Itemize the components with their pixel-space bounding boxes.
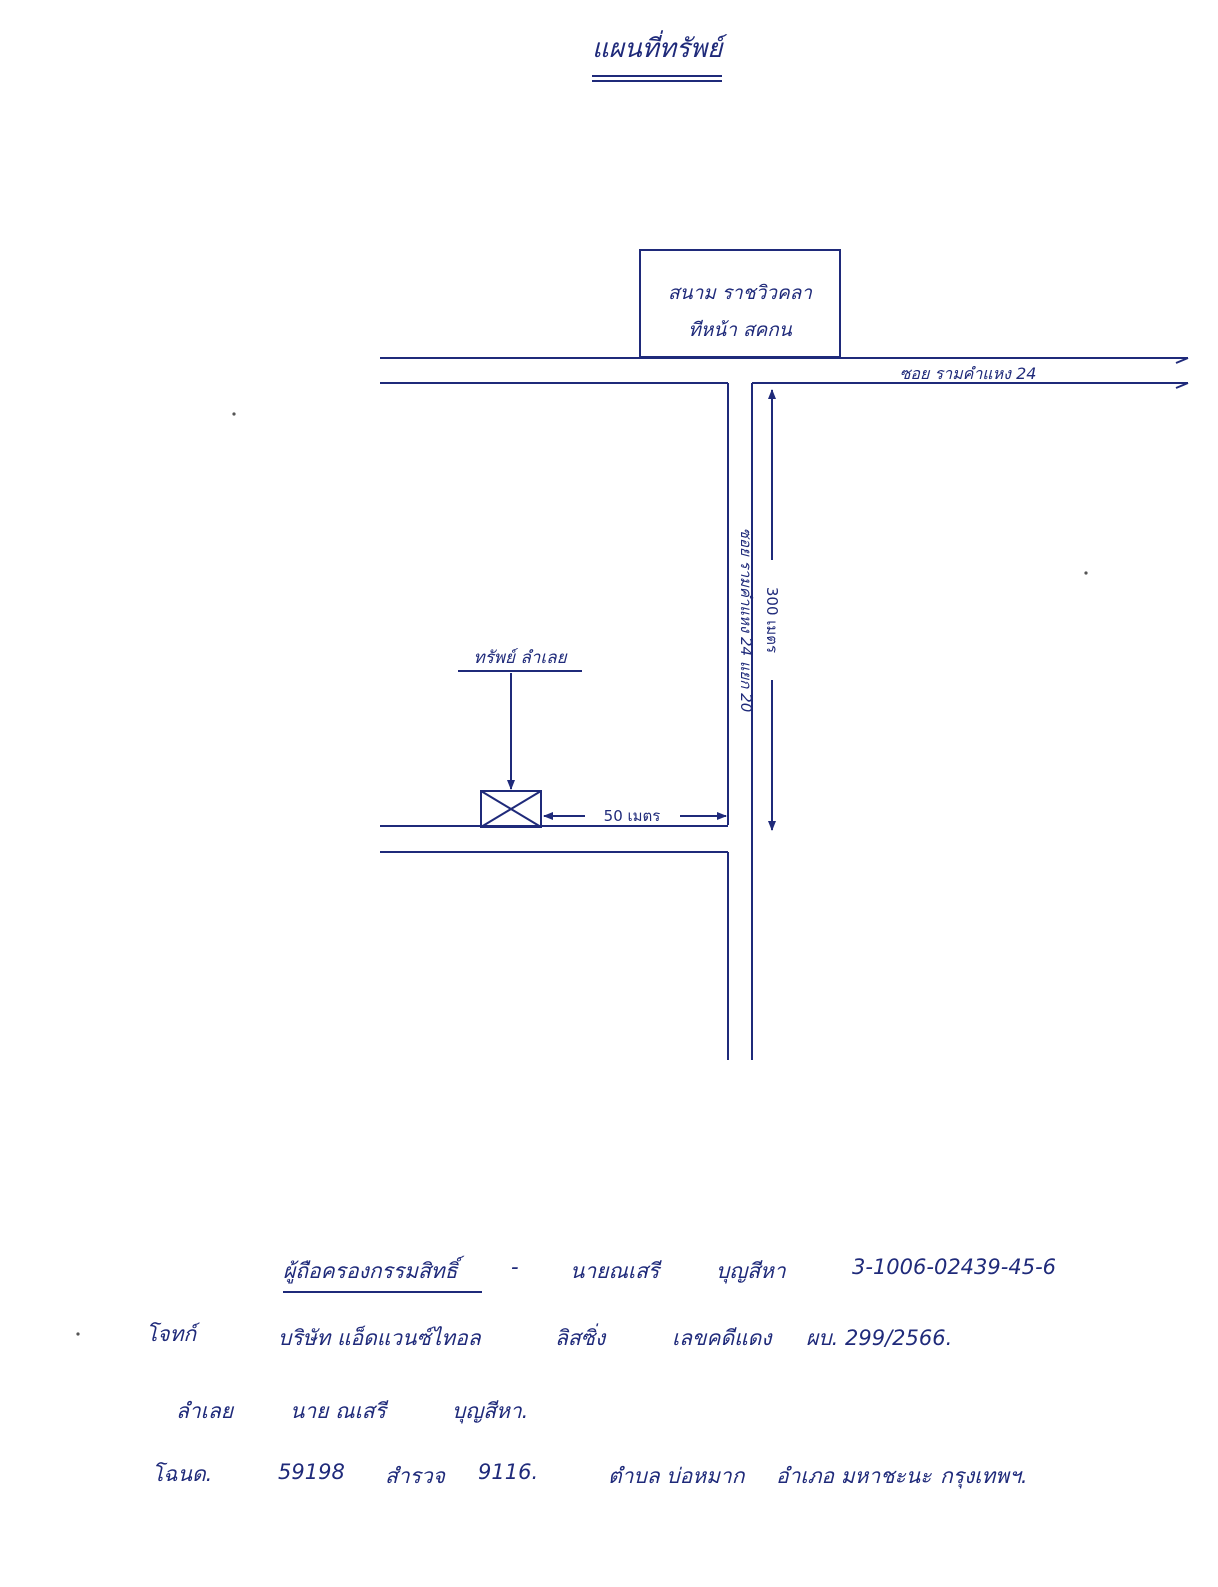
main-road-label: ซอย รามคำแหง 24 — [900, 364, 1037, 383]
building-label-line2: ทีหน้า สคกน — [688, 319, 793, 341]
property-marker-cross-b — [480, 790, 542, 828]
debtor-name: นาย ณเสรี — [290, 1399, 386, 1423]
owner-id: 3-1006-02439-45-6 — [852, 1255, 1057, 1279]
building-label-line1: สนาม ราชวิวคลา — [668, 282, 813, 304]
location-text: ตำบล บ่อหมาก — [608, 1464, 745, 1488]
province-text: กรุงเทพฯ. — [940, 1464, 1028, 1488]
vertical-distance-label: 300 เมตร — [763, 587, 781, 653]
location-text2: อำเภอ มหาชะนะ — [776, 1464, 932, 1488]
page-label: สำรวจ — [385, 1464, 445, 1488]
property-marker — [480, 790, 542, 828]
page-number: 9116. — [478, 1460, 539, 1484]
plaintiff-text2: ลิสซิ่ง — [555, 1326, 606, 1350]
side-road-label: ซอย รามคำแหง 24 แยก 20 — [737, 528, 755, 712]
debtor-surname: บุญสีหา. — [452, 1399, 529, 1423]
case-number: ผบ. 299/2566. — [806, 1326, 953, 1350]
paper-dot — [76, 1332, 80, 1336]
horizontal-distance-label: 50 เมตร — [604, 807, 661, 825]
owner-name: นายณเสรี — [570, 1259, 660, 1283]
owner-label: ผู้ถือครองกรรมสิทธิ์ — [283, 1259, 458, 1283]
deed-label: โฉนด. — [152, 1462, 213, 1486]
title-underline — [592, 75, 723, 82]
plaintiff-text: บริษัท แอ็ดแวนซ์ไทอล — [278, 1326, 481, 1350]
plaintiff-label: โจทก์ — [146, 1322, 197, 1346]
debtor-label: ลำเลย — [176, 1399, 234, 1423]
paper-dot — [1084, 571, 1088, 575]
page-title: แผนที่ทรัพย์ — [592, 34, 723, 64]
owner-surname: บุญสีหา — [716, 1259, 786, 1283]
paper-dot — [232, 412, 236, 416]
property-label: ทรัพย์ ลำเลย — [473, 648, 567, 668]
main-road-arrow-bottom — [1175, 382, 1189, 389]
deed-number: 59198 — [278, 1460, 345, 1484]
main-road-arrow-top — [1175, 357, 1189, 364]
title-block: แผนที่ทรัพย์ — [592, 28, 723, 82]
case-text: เลขคดีแดง — [672, 1326, 772, 1350]
owner-dash: - — [511, 1255, 519, 1279]
